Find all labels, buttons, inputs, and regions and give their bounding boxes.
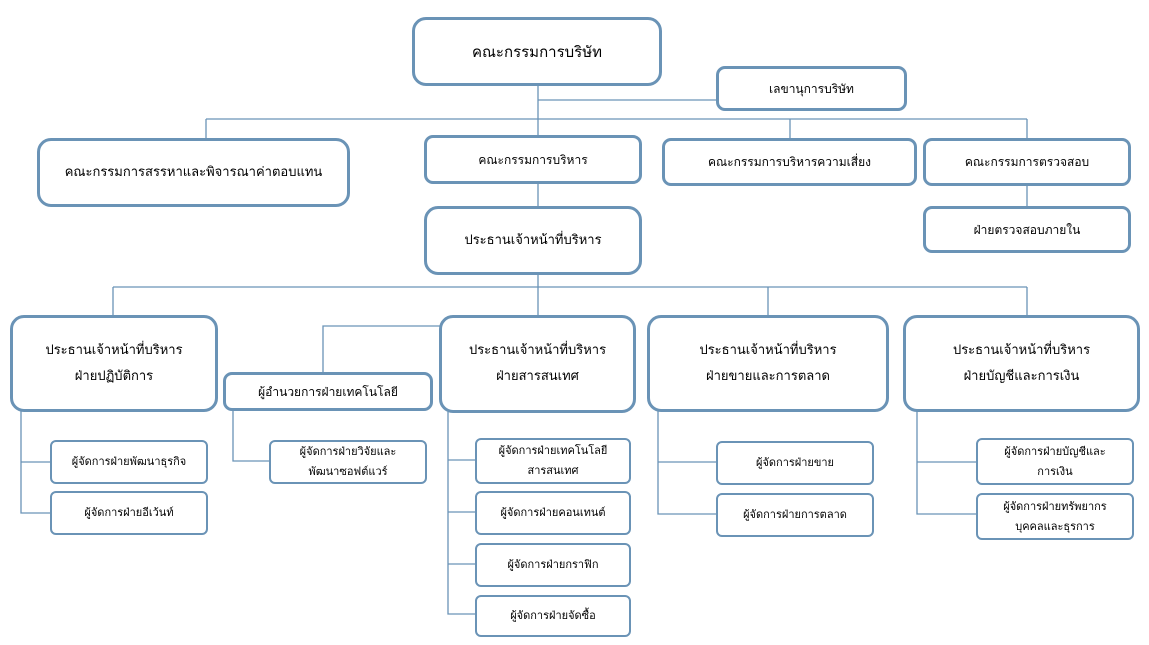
node-biz-dev-mgr-label: ผู้จัดการฝ่ายพัฒนาธุรกิจ	[71, 455, 187, 468]
node-info-chief-line2: ฝ่ายสารสนเทศ	[496, 369, 579, 384]
node-accounting-mgr-line2: การเงิน	[1037, 464, 1073, 478]
node-tech-director: ผู้อำนวยการฝ่ายเทคโนโลยี	[223, 372, 433, 411]
node-tech-director-label: ผู้อำนวยการฝ่ายเทคโนโลยี	[258, 384, 398, 399]
node-biz-dev-mgr: ผู้จัดการฝ่ายพัฒนาธุรกิจ	[50, 440, 208, 484]
connector-ops-subs	[20, 411, 50, 514]
node-event-mgr: ผู้จัดการฝ่ายอีเว้นท์	[50, 491, 208, 535]
node-content-mgr-label: ผู้จัดการฝ่ายคอนเทนต์	[500, 506, 606, 519]
node-marketing-mgr-label: ผู้จัดการฝ่ายการตลาด	[743, 508, 847, 521]
node-rnd-mgr: ผู้จัดการฝ่ายวิจัยและ พัฒนาซอฟต์แวร์	[269, 440, 427, 484]
node-marketing-mgr: ผู้จัดการฝ่ายการตลาด	[716, 493, 874, 537]
node-finance-chief-line2: ฝ่ายบัญชีและการเงิน	[963, 368, 1080, 384]
node-sales-chief-line1: ประธานเจ้าหน้าที่บริหาร	[699, 342, 837, 358]
node-hr-mgr: ผู้จัดการฝ่ายทรัพยากร บุคคลและธุรการ	[976, 493, 1134, 540]
node-finance-chief: ประธานเจ้าหน้าที่บริหาร ฝ่ายบัญชีและการเ…	[903, 315, 1140, 412]
node-content-mgr: ผู้จัดการฝ่ายคอนเทนต์	[475, 491, 631, 535]
node-sales-chief-line2: ฝ่ายขายและการตลาด	[706, 368, 830, 384]
node-sales-mgr-label: ผู้จัดการฝ่ายขาย	[756, 456, 834, 469]
node-executive-label: คณะกรรมการบริหาร	[478, 152, 588, 167]
node-nomination-label: คณะกรรมการสรรหาและพิจารณาค่าตอบแทน	[64, 164, 323, 180]
node-hr-mgr-line1: ผู้จัดการฝ่ายทรัพยากร	[1003, 499, 1107, 513]
node-internal-audit-label: ฝ่ายตรวจสอบภายใน	[973, 222, 1081, 237]
node-audit-label: คณะกรรมการตรวจสอบ	[964, 155, 1090, 169]
node-it-mgr: ผู้จัดการฝ่ายเทคโนโลยี สารสนเทศ	[475, 438, 631, 484]
node-board-label: คณะกรรมการบริษัท	[471, 42, 602, 61]
node-executive: คณะกรรมการบริหาร	[424, 135, 642, 184]
node-it-mgr-line2: สารสนเทศ	[527, 464, 579, 477]
node-rnd-mgr-line1: ผู้จัดการฝ่ายวิจัยและ	[299, 445, 397, 458]
node-purchasing-mgr-label: ผู้จัดการฝ่ายจัดซื้อ	[510, 609, 596, 622]
connector-sales-subs	[657, 411, 717, 515]
node-board: คณะกรรมการบริษัท	[412, 17, 662, 86]
node-ops-chief-line1: ประธานเจ้าหน้าที่บริหาร	[45, 342, 183, 358]
node-risk: คณะกรรมการบริหารความเสี่ยง	[662, 138, 917, 186]
node-nomination: คณะกรรมการสรรหาและพิจารณาค่าตอบแทน	[37, 138, 350, 207]
node-info-chief: ประธานเจ้าหน้าที่บริหาร ฝ่ายสารสนเทศ	[439, 315, 636, 413]
node-secretary: เลขานุการบริษัท	[716, 66, 907, 111]
connector-info-subs	[447, 412, 476, 615]
connector-finance-subs	[916, 411, 977, 515]
node-accounting-mgr: ผู้จัดการฝ่ายบัญชีและ การเงิน	[976, 438, 1134, 485]
node-internal-audit: ฝ่ายตรวจสอบภายใน	[923, 206, 1131, 253]
node-risk-label: คณะกรรมการบริหารความเสี่ยง	[707, 155, 871, 169]
node-event-mgr-label: ผู้จัดการฝ่ายอีเว้นท์	[84, 506, 174, 519]
connector-rnd	[232, 410, 270, 462]
node-ops-chief: ประธานเจ้าหน้าที่บริหาร ฝ่ายปฏิบัติการ	[10, 315, 218, 412]
node-ceo-label: ประธานเจ้าหน้าที่บริหาร	[464, 232, 602, 248]
node-hr-mgr-line2: บุคคลและธุรการ	[1015, 519, 1095, 533]
node-accounting-mgr-line1: ผู้จัดการฝ่ายบัญชีและ	[1004, 444, 1106, 458]
node-sales-mgr: ผู้จัดการฝ่ายขาย	[716, 441, 874, 485]
node-ops-chief-line2: ฝ่ายปฏิบัติการ	[74, 368, 154, 384]
connector-tech-director	[322, 325, 440, 372]
node-sales-chief: ประธานเจ้าหน้าที่บริหาร ฝ่ายขายและการตลา…	[647, 315, 889, 412]
node-graphic-mgr-label: ผู้จัดการฝ่ายกราฟิก	[507, 558, 599, 571]
node-secretary-label: เลขานุการบริษัท	[769, 81, 854, 96]
node-info-chief-line1: ประธานเจ้าหน้าที่บริหาร	[468, 343, 607, 358]
node-purchasing-mgr: ผู้จัดการฝ่ายจัดซื้อ	[475, 595, 631, 637]
node-finance-chief-line1: ประธานเจ้าหน้าที่บริหาร	[952, 342, 1091, 358]
node-it-mgr-line1: ผู้จัดการฝ่ายเทคโนโลยี	[498, 444, 608, 457]
node-audit: คณะกรรมการตรวจสอบ	[923, 138, 1131, 186]
node-ceo: ประธานเจ้าหน้าที่บริหาร	[424, 206, 642, 275]
node-rnd-mgr-line2: พัฒนาซอฟต์แวร์	[308, 465, 388, 478]
node-graphic-mgr: ผู้จัดการฝ่ายกราฟิก	[475, 543, 631, 587]
